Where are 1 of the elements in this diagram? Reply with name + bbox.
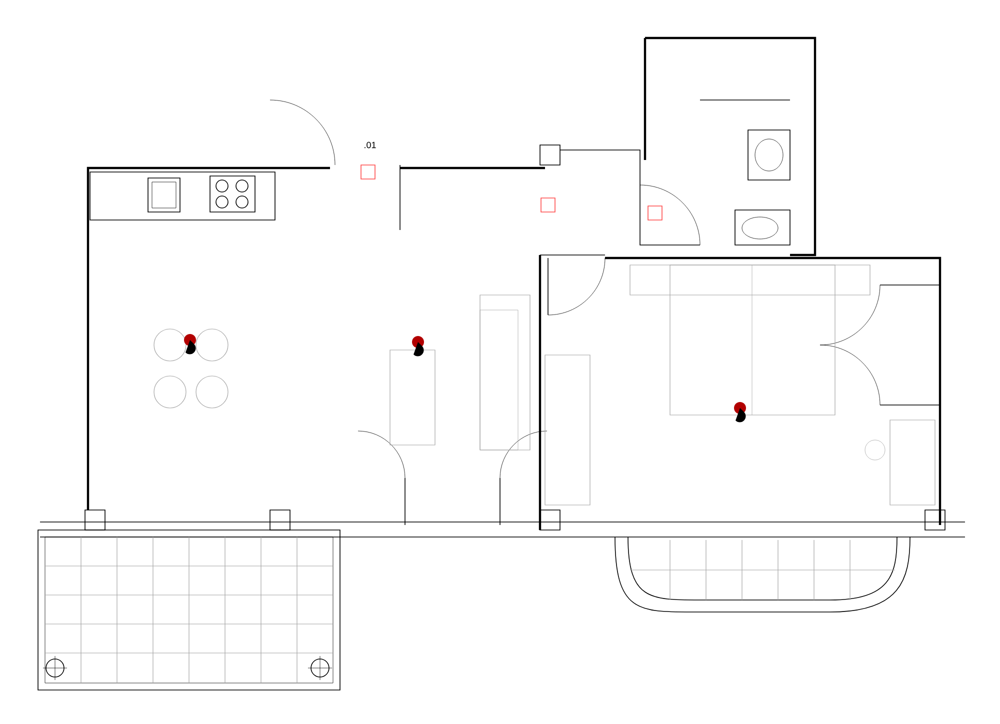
room-number: .01: [364, 142, 376, 148]
